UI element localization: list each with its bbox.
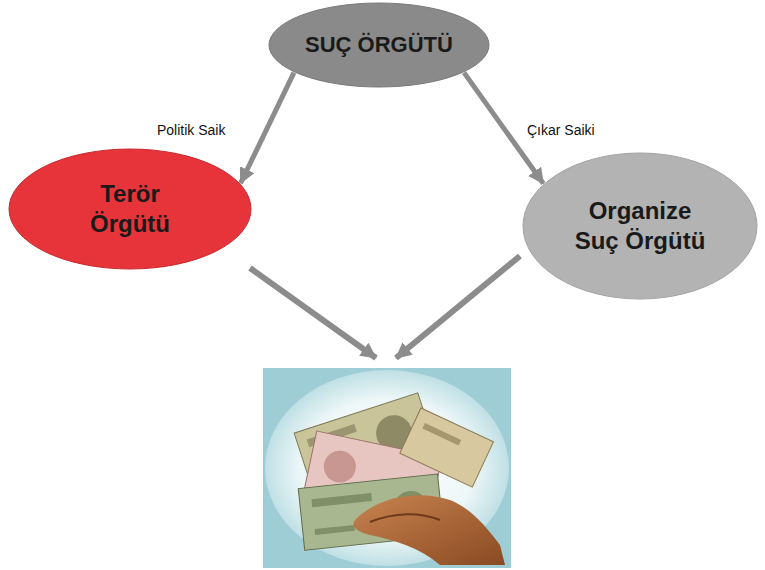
banknote [400, 408, 494, 487]
ellipse-fill [269, 3, 489, 87]
organized-crime-ellipse: Organize Suç Örgütü [522, 152, 758, 300]
node-label: Terör Örgütü [80, 179, 180, 239]
edge-label: Politik Saik [155, 122, 227, 138]
root-ellipse: SUÇ ÖRGÜTÜ [268, 2, 490, 88]
money-picture [263, 368, 511, 568]
picture-ground [263, 368, 511, 568]
node-label: SUÇ ÖRGÜTÜ [305, 31, 453, 59]
node-label: Organize Suç Örgütü [570, 196, 710, 256]
edge-label: Çıkar Saiki [525, 122, 597, 138]
picture-vignette [265, 370, 509, 566]
finger-line [370, 514, 440, 522]
flow-arrow [250, 268, 376, 358]
edge-label-box: Çıkar Saiki [525, 121, 597, 139]
flow-arrow [396, 256, 520, 358]
edge-label-box: Politik Saik [155, 121, 227, 139]
ellipse-fill [523, 153, 757, 299]
ellipse-outline [8, 148, 252, 270]
hand [353, 495, 505, 565]
terror-ellipse: Terör Örgütü [8, 148, 252, 270]
arrow-connector [241, 73, 294, 184]
ellipse-fill [9, 149, 251, 269]
ellipse-outline [522, 152, 758, 300]
